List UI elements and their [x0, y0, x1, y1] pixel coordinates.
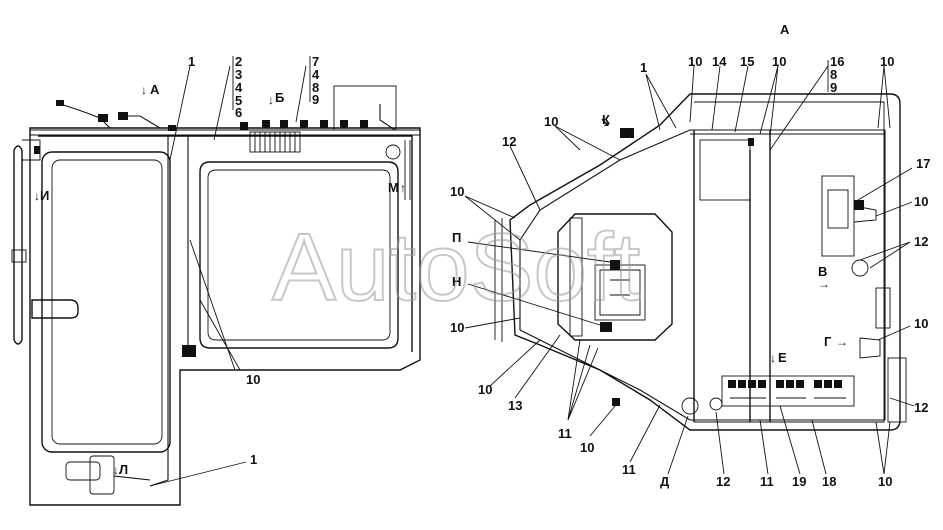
ref-5: 5 [235, 93, 242, 108]
letter-g: Г [824, 334, 832, 349]
ref-11-a: 11 [558, 426, 572, 441]
arrow-up-icon: ↑ [400, 181, 406, 195]
ref-8: 8 [312, 80, 319, 95]
ref-10-top-b: 10 [772, 54, 786, 69]
ref-10-top-a: 10 [688, 54, 702, 69]
ref-1-bottom: 1 [250, 452, 257, 467]
arrow-right-icon: → [818, 277, 830, 291]
letter-e: Е [778, 350, 787, 365]
view-mark-m: М [388, 180, 399, 195]
ref-13: 13 [508, 398, 522, 413]
switch-bank [728, 380, 842, 388]
ref-2: 2 [235, 54, 242, 69]
arrow-diagonal-icon: ↘ [600, 115, 610, 129]
ref-4: 4 [235, 80, 243, 95]
view-mark-b: Б [275, 90, 284, 105]
arrow-down-icon: ↓ [34, 189, 40, 203]
ref-10-right-a: 10 [914, 194, 928, 209]
arrow-down-icon: ↓ [113, 463, 119, 477]
ref-10-left-b: 10 [450, 320, 464, 335]
ref-9-right: 9 [830, 80, 837, 95]
letter-k: К [602, 112, 610, 127]
view-mark-i: И [40, 188, 49, 203]
connector-bank [240, 120, 368, 153]
arrow-down-icon: ↓ [141, 83, 147, 97]
ref-10-top-c: 10 [880, 54, 894, 69]
ref-8-right: 8 [830, 67, 837, 82]
ref-10-left-a: 10 [450, 184, 464, 199]
left-view: А ↓ 1 2 3 4 5 6 7 4 8 9 ↓ Б ↓ И М ↑ ↓ Л … [11, 54, 421, 506]
ref-11-b: 11 [622, 462, 636, 477]
ref-6: 6 [235, 105, 242, 120]
letter-p: П [452, 230, 461, 245]
arrow-right-icon: → [836, 335, 848, 349]
ref-9: 9 [312, 92, 319, 107]
letter-v: В [818, 264, 827, 279]
ref-14: 14 [712, 54, 727, 69]
ref-12-left: 12 [502, 134, 516, 149]
arrow-down-icon: ↓ [770, 351, 776, 365]
ref-15: 15 [740, 54, 754, 69]
ref-10-left-c: 10 [478, 382, 492, 397]
letter-d: Д [660, 474, 670, 489]
arrow-down-icon: ↓ [268, 93, 274, 107]
letter-n: Н [452, 274, 461, 289]
watermark: AutoSoft [272, 214, 640, 321]
ref-7: 7 [312, 54, 319, 69]
ref-10-bottom-b: 10 [878, 474, 892, 489]
ref-12-right-b: 12 [914, 400, 928, 415]
ref-1-right: 1 [640, 60, 647, 75]
ref-10-bottom-a: 10 [580, 440, 594, 455]
view-mark-a-left: А [150, 82, 160, 97]
ref-12-bottom: 12 [716, 474, 730, 489]
ref-17: 17 [916, 156, 930, 171]
ref-18: 18 [822, 474, 836, 489]
ref-16: 16 [830, 54, 844, 69]
ref-12-right-a: 12 [914, 234, 928, 249]
ref-19: 19 [792, 474, 806, 489]
ref-10-left: 10 [246, 372, 260, 387]
ref-11-c: 11 [760, 474, 774, 489]
ref-3: 3 [235, 67, 242, 82]
ref-10-diag: 10 [544, 114, 558, 129]
right-view: А 1 10 14 15 10 16 8 9 10 10 12 10 10 10… [450, 22, 930, 489]
ref-4b: 4 [312, 67, 320, 82]
ref-1-top: 1 [188, 54, 195, 69]
view-label-a: А [780, 22, 790, 37]
view-mark-l: Л [119, 462, 128, 477]
ref-10-right-b: 10 [914, 316, 928, 331]
